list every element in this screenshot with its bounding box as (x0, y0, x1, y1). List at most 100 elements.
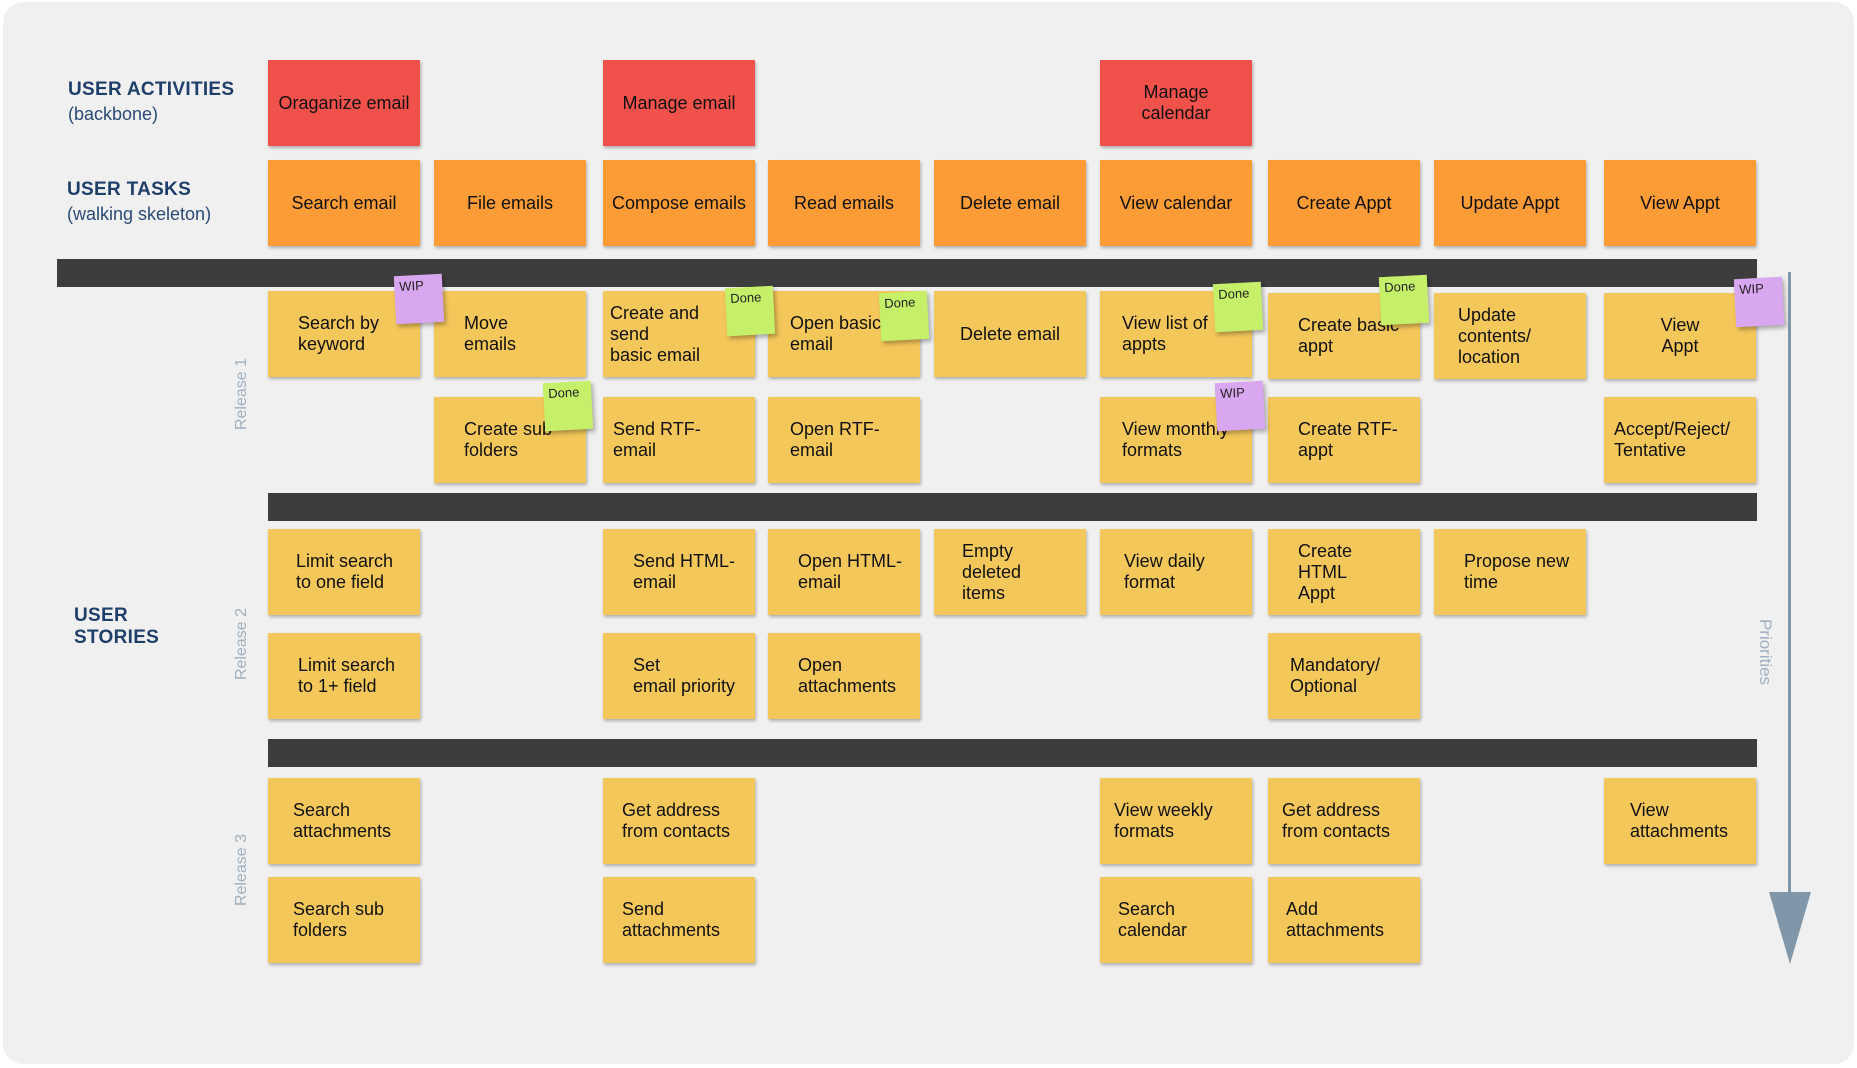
story-card-open-attachments[interactable]: Open attachments (768, 633, 920, 719)
task-card-search-email[interactable]: Search email (268, 160, 420, 246)
task-card-update-appt[interactable]: Update Appt (1434, 160, 1586, 246)
release-2-label: Release 2 (233, 607, 250, 681)
priorities-label: Priorities (1756, 618, 1775, 686)
story-card-move-emails[interactable]: Move emails (434, 291, 586, 377)
story-card-open-rtf-email[interactable]: Open RTF- email (768, 397, 920, 483)
story-card-label: Empty deleted items (962, 540, 1022, 603)
release-3-label: Release 3 (233, 833, 250, 907)
task-card-delete-email[interactable]: Delete email (934, 160, 1086, 246)
user-stories-heading-line1: USER (74, 605, 128, 626)
story-card-label: View monthly formats (1122, 419, 1229, 460)
story-card-send-html-email[interactable]: Send HTML- email (603, 529, 755, 615)
story-card-search-attachments[interactable]: Search attachments (268, 778, 420, 864)
story-card-create-sub-folders[interactable]: Create sub folders (434, 397, 586, 483)
story-card-label: Search calendar (1118, 899, 1188, 940)
story-card-label: Add attachments (1286, 899, 1385, 940)
story-card-add-attachments[interactable]: Add attachments (1268, 877, 1420, 963)
done-note[interactable]: Done (724, 285, 776, 337)
task-card-label: Create Appt (1296, 192, 1392, 213)
activity-card-manage-email[interactable]: Manage email (603, 60, 755, 146)
task-card-label: View Appt (1640, 192, 1720, 213)
release-1-divider (268, 493, 1757, 521)
story-card-view-daily-format[interactable]: View daily format (1100, 529, 1252, 615)
activity-card-label: Manage email (622, 92, 736, 113)
wip-note[interactable]: WIP (1214, 380, 1266, 432)
story-card-label: Open attachments (798, 655, 897, 696)
story-card-propose-new-time[interactable]: Propose new time (1434, 529, 1586, 615)
user-activities-subheading: (backbone) (68, 104, 159, 124)
story-card-label: View attachments (1630, 800, 1729, 841)
story-card-label: Search by keyword (298, 313, 380, 354)
task-card-view-calendar[interactable]: View calendar (1100, 160, 1252, 246)
story-card-label: Open basic email (790, 313, 882, 354)
story-card-label: Search sub folders (293, 899, 385, 940)
story-card-send-rtf-email[interactable]: Send RTF- email (603, 397, 755, 483)
story-card-label: Get address from contacts (622, 800, 731, 841)
task-card-file-emails[interactable]: File emails (434, 160, 586, 246)
story-card-label: Open HTML- email (798, 551, 903, 592)
story-card-label: Get address from contacts (1282, 800, 1391, 841)
story-card-view-attachments[interactable]: View attachments (1604, 778, 1756, 864)
story-card-label: Send attachments (622, 899, 721, 940)
story-card-limit-search-one-field[interactable]: Limit search to one field (268, 529, 420, 615)
story-card-label: Send HTML- email (633, 551, 736, 592)
story-card-delete-email[interactable]: Delete email (934, 291, 1086, 377)
story-card-view-weekly-formats[interactable]: View weekly formats (1100, 778, 1252, 864)
story-card-search-calendar[interactable]: Search calendar (1100, 877, 1252, 963)
wip-note[interactable]: WIP (1733, 276, 1785, 328)
task-card-compose-emails[interactable]: Compose emails (603, 160, 755, 246)
user-stories-heading-line2: STORIES (74, 627, 160, 648)
story-card-update-contents-location[interactable]: Update contents/ location (1434, 293, 1586, 379)
task-card-label: Compose emails (611, 192, 747, 213)
story-card-open-html-email[interactable]: Open HTML- email (768, 529, 920, 615)
story-card-label: Create and send basic email (610, 302, 701, 365)
task-card-label: Search email (291, 192, 397, 213)
task-card-create-appt[interactable]: Create Appt (1268, 160, 1420, 246)
done-note[interactable]: Done (878, 290, 930, 342)
done-note[interactable]: Done (1212, 281, 1264, 333)
story-card-send-attachments[interactable]: Send attachments (603, 877, 755, 963)
story-card-limit-search-many-fields[interactable]: Limit search to 1+ field (268, 633, 420, 719)
story-card-create-html-appt[interactable]: Create HTML Appt (1268, 529, 1420, 615)
priorities-arrow-shaft (1788, 272, 1791, 902)
story-card-label: Accept/Reject/ Tentative (1614, 419, 1731, 460)
activity-card-manage-calendar[interactable]: Manage calendar (1100, 60, 1252, 146)
task-card-label: Delete email (959, 192, 1061, 213)
done-note[interactable]: Done (542, 380, 594, 432)
story-card-accept-reject-tentative[interactable]: Accept/Reject/ Tentative (1604, 397, 1756, 483)
story-card-get-address-from-contacts-appt[interactable]: Get address from contacts (1268, 778, 1420, 864)
story-card-set-email-priority[interactable]: Set email priority (603, 633, 755, 719)
wip-note[interactable]: WIP (393, 273, 445, 325)
task-card-view-appt[interactable]: View Appt (1604, 160, 1756, 246)
story-card-get-address-from-contacts-email[interactable]: Get address from contacts (603, 778, 755, 864)
story-card-view-appt[interactable]: View Appt (1604, 293, 1756, 379)
story-card-label: Set email priority (633, 655, 736, 696)
activity-card-organize-email[interactable]: Oraganize email (268, 60, 420, 146)
story-card-label: Create RTF- appt (1298, 419, 1398, 460)
story-card-search-sub-folders[interactable]: Search sub folders (268, 877, 420, 963)
task-card-label: View calendar (1119, 192, 1233, 213)
story-card-empty-deleted-items[interactable]: Empty deleted items (934, 529, 1086, 615)
activity-card-label: Oraganize email (278, 92, 410, 113)
story-card-create-rtf-appt[interactable]: Create RTF- appt (1268, 397, 1420, 483)
story-card-label: View list of appts (1122, 313, 1208, 354)
story-card-label: Mandatory/ Optional (1290, 655, 1381, 696)
user-tasks-subheading: (walking skeleton) (67, 204, 212, 224)
story-card-label: View Appt (1660, 315, 1700, 356)
story-card-label: Propose new time (1464, 551, 1570, 592)
story-card-label: Limit search to 1+ field (298, 655, 396, 696)
story-card-label: Open RTF- email (790, 419, 880, 460)
release-1-label: Release 1 (233, 357, 250, 431)
story-card-label: View weekly formats (1114, 800, 1213, 841)
story-card-label: Update contents/ location (1458, 304, 1532, 367)
story-card-label: Limit search to one field (296, 551, 394, 592)
done-note[interactable]: Done (1378, 274, 1430, 326)
story-card-label: Send RTF- email (613, 419, 701, 460)
priorities-arrow-head (1769, 892, 1811, 964)
story-card-mandatory-optional[interactable]: Mandatory/ Optional (1268, 633, 1420, 719)
user-tasks-heading: USER TASKS (67, 179, 192, 200)
task-card-read-emails[interactable]: Read emails (768, 160, 920, 246)
task-card-label: Read emails (793, 192, 895, 213)
user-activities-heading: USER ACTIVITIES (68, 79, 235, 100)
story-card-label: Move emails (464, 313, 517, 354)
